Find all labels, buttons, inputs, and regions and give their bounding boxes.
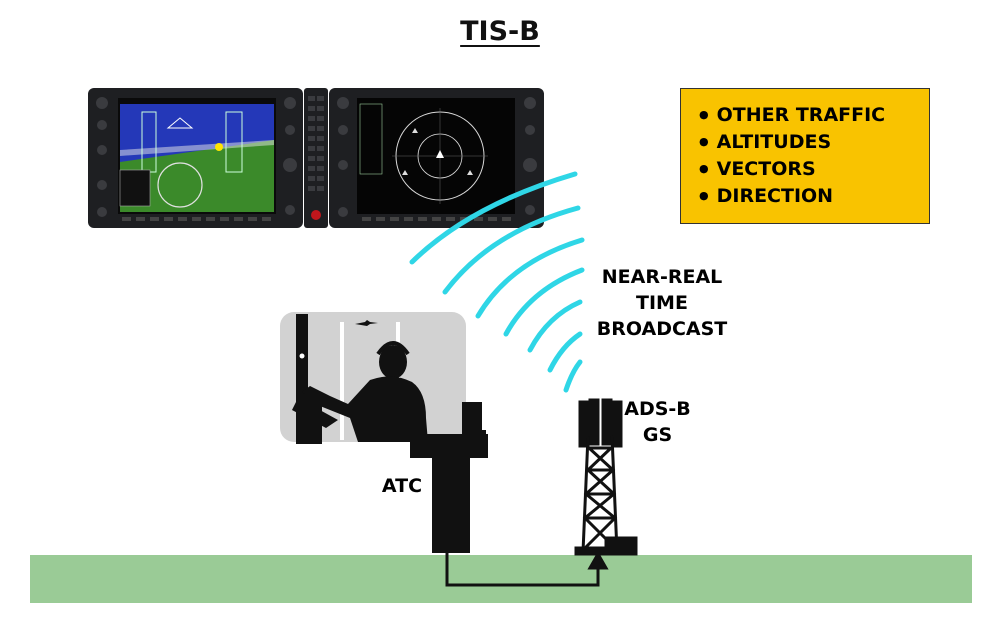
primary-flight-display [88,88,303,228]
info-item: ALTITUDES [699,130,929,157]
multi-function-display [329,88,544,228]
atc-label: ATC [381,475,423,497]
audio-panel [304,88,328,228]
signal-waves [409,171,585,393]
broadcast-label: NEAR-REAL TIME BROADCAST [582,264,742,342]
info-box: OTHER TRAFFIC ALTITUDES VECTORS DIRECTIO… [680,88,930,224]
radio-tower-icon [574,398,638,556]
ground-station-line: GS [642,424,673,446]
info-item: DIRECTION [699,184,929,211]
atc-console [280,312,488,553]
broadcast-line: TIME [636,292,688,314]
info-item: OTHER TRAFFIC [699,103,929,130]
broadcast-line: BROADCAST [596,318,728,340]
ground-station-line: ADS-B [624,398,691,420]
avionics-panel [88,88,544,228]
broadcast-line: NEAR-REAL [601,266,723,288]
page-title: TIS-B [460,16,540,47]
atc-controller-silhouette [292,341,482,444]
ground-station-label: ADS-B GS [610,396,705,448]
info-item: VECTORS [699,157,929,184]
link-arrow-icon [445,550,609,587]
ground-strip [30,555,972,603]
